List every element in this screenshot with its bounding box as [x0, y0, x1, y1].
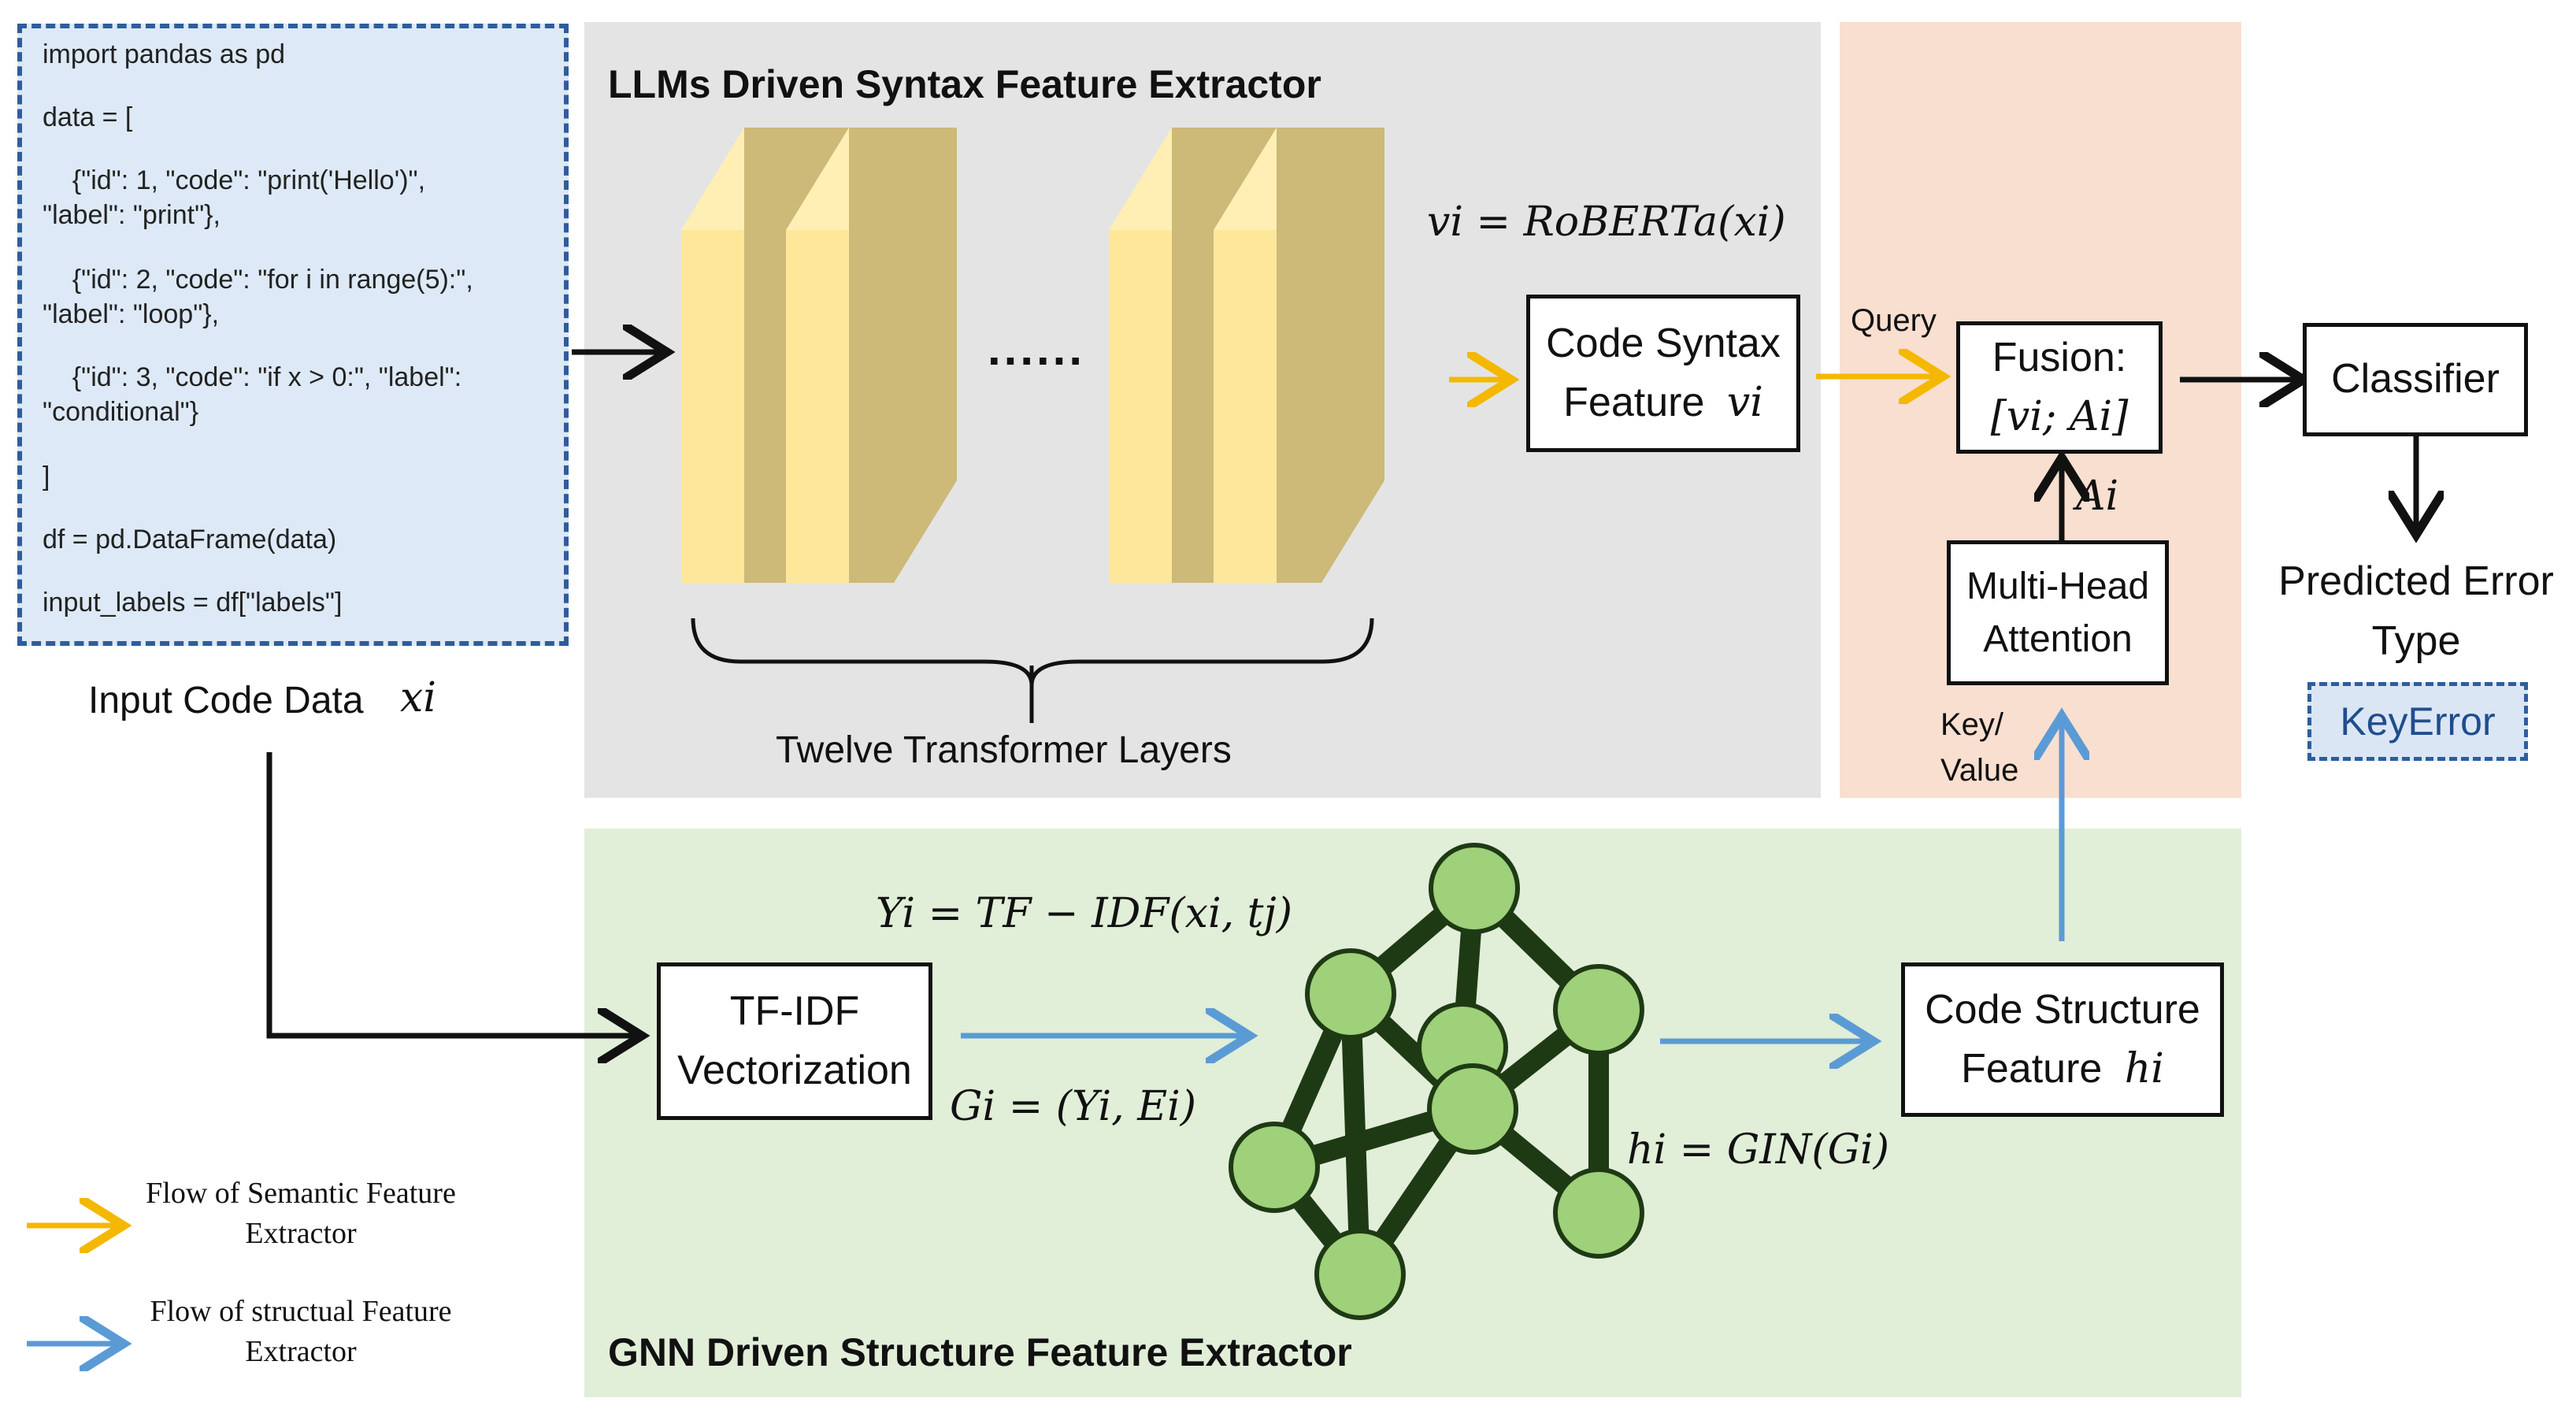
predicted-line1: Predicted Error [2278, 558, 2554, 604]
classifier-box: Classifier [2303, 323, 2528, 436]
graph-node [1553, 964, 1644, 1055]
transformer-layer [1214, 128, 1384, 583]
graph-node [1427, 1063, 1518, 1155]
structure-box-feature-text: Feature [1961, 1046, 2103, 1092]
legend-semantic-line2: Extractor [245, 1217, 357, 1251]
code-line: {"id": 2, "code": "for i in range(5):", [43, 265, 473, 295]
keyerror-example: KeyError [2307, 682, 2528, 761]
code-line: import pandas as pd [43, 39, 286, 69]
graph-node [1429, 843, 1520, 934]
syntax-box-line1: Code Syntax [1546, 320, 1781, 366]
graph-equation: Gi = (Yi, Ei) [950, 1083, 1197, 1130]
gnn-panel-title: GNN Driven Structure Feature Extractor [608, 1330, 1352, 1374]
layers-ellipsis: ...... [988, 322, 1086, 375]
legend-structural: Flow of structual Feature Extractor [104, 1292, 498, 1373]
fusion-box: Fusion: [vi; Ai] [1956, 321, 2163, 454]
transformer-layer [786, 128, 957, 583]
fusion-box-line1: Fusion: [1992, 334, 2127, 380]
twelve-layers-label: Twelve Transformer Layers [776, 729, 1232, 771]
code-syntax-feature-box: Code Syntax Feature vi [1526, 295, 1800, 452]
fusion-box-math: [vi; Ai] [1990, 393, 2129, 440]
legend-structural-line1: Flow of structual Feature [150, 1295, 452, 1328]
key-label: Key/ [1940, 707, 2004, 742]
tfidf-equation: Yi = TF − IDF(xi, tj) [876, 890, 1292, 937]
graph-nodes [1229, 843, 1644, 1320]
tfidf-box-line1: TF-IDF [729, 988, 860, 1034]
gin-equation: hi = GIN(Gi) [1627, 1126, 1890, 1174]
code-line: df = pd.DataFrame(data) [43, 525, 337, 554]
tfidf-vectorization-box: TF-IDF Vectorization [657, 962, 932, 1120]
input-code-math: xi [400, 674, 436, 721]
keyerror-label: KeyError [2340, 699, 2496, 744]
code-line: data = [ [43, 102, 133, 132]
code-line: "label": "loop"}, [43, 299, 220, 329]
graph-node [1305, 948, 1396, 1040]
code-line: input_labels = df["labels"] [43, 588, 343, 617]
predicted-line2: Type [2371, 618, 2461, 664]
roberta-equation: vi = RoBERTa(xi) [1427, 198, 1786, 246]
attention-box-line2: Attention [1983, 618, 2133, 660]
legend-structural-line2: Extractor [245, 1335, 357, 1369]
query-label: Query [1851, 303, 1937, 338]
code-structure-feature-box: Code Structure Feature hi [1901, 962, 2224, 1117]
graph-node [1229, 1122, 1320, 1213]
input-to-tfidf-arrow [266, 752, 636, 1036]
code-line: {"id": 1, "code": "print('Hello')", [43, 165, 426, 195]
graph-node [1553, 1167, 1644, 1259]
structure-box-math: hi [2124, 1045, 2164, 1092]
code-line: "label": "print"}, [43, 200, 221, 230]
code-line: {"id": 3, "code": "if x > 0:", "label": [43, 362, 462, 392]
tfidf-box-line2: Vectorization [677, 1048, 912, 1093]
input-code-box: import pandas as pd data = [ {"id": 1, "… [17, 24, 569, 646]
syntax-box-line2: Feature vi [1563, 373, 1763, 432]
ai-label: Ai [2076, 473, 2119, 520]
syntax-box-feature-text: Feature [1563, 380, 1705, 425]
attention-box-line1: Multi-Head [1966, 565, 2150, 607]
structure-box-line2: Feature hi [1961, 1040, 2164, 1099]
value-label: Value [1940, 753, 2019, 788]
graph-node [1314, 1229, 1406, 1320]
syntax-box-math: vi [1726, 379, 1763, 426]
legend-semantic: Flow of Semantic Feature Extractor [104, 1174, 498, 1255]
structure-box-line1: Code Structure [1925, 986, 2200, 1033]
code-line: ] [43, 462, 50, 491]
legend-semantic-line1: Flow of Semantic Feature [146, 1177, 456, 1210]
multi-head-attention-box: Multi-Head Attention [1947, 540, 2169, 685]
llm-panel-title: LLMs Driven Syntax Feature Extractor [608, 62, 1321, 106]
classifier-label: Classifier [2331, 356, 2500, 402]
code-line: "conditional"} [43, 397, 199, 427]
input-code-caption: Input Code Data [88, 680, 364, 721]
